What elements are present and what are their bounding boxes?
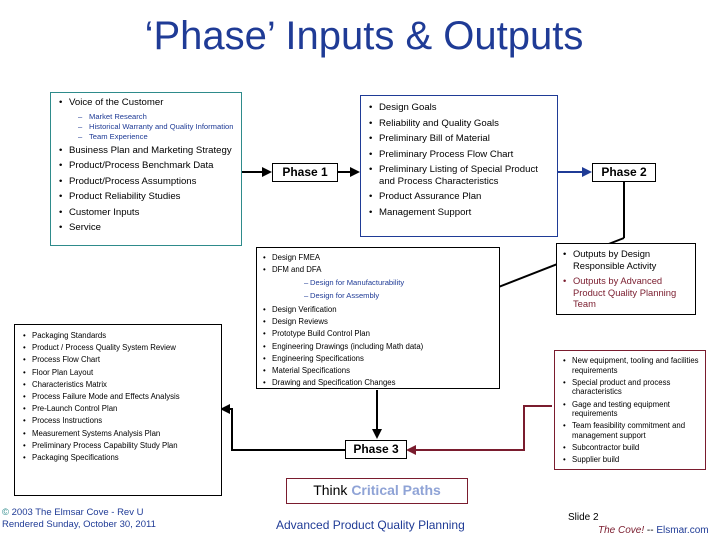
list-item: Customer Inputs (57, 207, 237, 219)
list-item: Pre-Launch Control Plan (21, 404, 217, 414)
list-item: Subcontractor build (561, 443, 701, 453)
list-item: Supplier build (561, 455, 701, 465)
list-item: Design FMEA (261, 253, 495, 263)
separator-text: -- (646, 525, 654, 536)
design-outputs-list: Design FMEA DFM and DFA Design for Manuf… (261, 253, 495, 388)
inputs-box: Voice of the Customer Market Research Hi… (50, 92, 242, 246)
phase3-outputs-list: Packaging Standards Product / Process Qu… (21, 331, 217, 462)
list-item: Packaging Standards (21, 331, 217, 341)
sub-item: Market Research (75, 112, 237, 121)
cove-text: The Cove! (598, 525, 645, 536)
list-item: Preliminary Process Flow Chart (367, 149, 551, 161)
list-item: Process Instructions (21, 416, 217, 426)
inputs-list: Voice of the Customer Market Research Hi… (57, 97, 237, 234)
site-link[interactable]: Elsmar.com (656, 525, 709, 536)
arrow-phase3-to-left (224, 408, 345, 451)
list-item: Management Support (367, 207, 551, 219)
phase1-outputs-list: Design Goals Reliability and Quality Goa… (367, 102, 551, 218)
list-item: Gage and testing equipment requirements (561, 400, 701, 419)
footer-copyright: © 2003 The Elmsar Cove - Rev U (2, 507, 143, 518)
list-item: Packaging Specifications (21, 453, 217, 463)
list-item: DFM and DFA Design for Manufacturability… (261, 265, 495, 301)
list-item: Measurement Systems Analysis Plan (21, 429, 217, 439)
list-item: Outputs by Advanced Product Quality Plan… (561, 275, 691, 310)
list-item: Design Reviews (261, 317, 495, 327)
arrow-right-to-phase3 (412, 405, 552, 451)
list-item: Engineering Specifications (261, 354, 495, 364)
list-item: Product Reliability Studies (57, 191, 237, 203)
list-item: Engineering Drawings (including Math dat… (261, 342, 495, 352)
list-item: Preliminary Listing of Special Product a… (367, 164, 551, 187)
sub-item: Design for Assembly (272, 291, 495, 301)
list-item: Preliminary Process Capability Study Pla… (21, 441, 217, 451)
copyright-text: 2003 The Elmsar Cove - Rev U (11, 507, 144, 518)
copyright-symbol: © (2, 507, 9, 518)
list-item: Design Goals (367, 102, 551, 114)
list-item: Service (57, 222, 237, 234)
sub-item: Historical Warranty and Quality Informat… (75, 122, 237, 131)
list-item: Voice of the Customer Market Research Hi… (57, 97, 237, 141)
list-item: Prototype Build Control Plan (261, 329, 495, 339)
phase2-outputs-list: New equipment, tooling and facilities re… (561, 356, 701, 465)
list-item: Product Assurance Plan (367, 191, 551, 203)
list-item: Product/Process Benchmark Data (57, 160, 237, 172)
think-word: Think (313, 482, 348, 498)
list-item: Team feasibility commitment and manageme… (561, 421, 701, 440)
footer-rendered: Rendered Sunday, October 30, 2011 (2, 519, 156, 530)
list-item: Product / Process Quality System Review (21, 343, 217, 353)
list-item: Process Flow Chart (21, 355, 217, 365)
list-item: Characteristics Matrix (21, 380, 217, 390)
footer-center: Advanced Product Quality Planning (276, 518, 465, 532)
list-item: Process Failure Mode and Effects Analysi… (21, 392, 217, 402)
phase1-box: Phase 1 (272, 163, 338, 182)
phase2-box: Phase 2 (592, 163, 656, 182)
phase1-outputs-box: Design Goals Reliability and Quality Goa… (360, 95, 558, 237)
design-activity-box: Outputs by Design Responsible Activity O… (556, 243, 696, 315)
design-activity-list: Outputs by Design Responsible Activity O… (561, 248, 691, 310)
list-item: Preliminary Bill of Material (367, 133, 551, 145)
footer-cove: The Cove! -- Elsmar.com (598, 525, 709, 536)
phase3-box: Phase 3 (345, 440, 407, 459)
list-item: Business Plan and Marketing Strategy (57, 145, 237, 157)
phase3-outputs-box: Packaging Standards Product / Process Qu… (14, 324, 222, 496)
footer-slide: Slide 2 (568, 512, 599, 523)
list-item: Material Specifications (261, 366, 495, 376)
design-outputs-box: Design FMEA DFM and DFA Design for Manuf… (256, 247, 500, 389)
list-item: New equipment, tooling and facilities re… (561, 356, 701, 375)
list-item: Drawing and Specification Changes (261, 378, 495, 388)
page-title: ‘Phase’ Inputs & Outputs (144, 14, 584, 58)
list-item: Floor Plan Layout (21, 368, 217, 378)
list-item: Design Verification (261, 305, 495, 315)
list-item: Reliability and Quality Goals (367, 118, 551, 130)
input-label: Voice of the Customer (69, 97, 164, 108)
list-item: Outputs by Design Responsible Activity (561, 248, 691, 271)
list-item: Product/Process Assumptions (57, 176, 237, 188)
list-item: Special product and process characterist… (561, 378, 701, 397)
critical-paths-word: Critical Paths (351, 482, 441, 498)
sub-item: Team Experience (75, 132, 237, 141)
design-output-label: DFM and DFA (272, 265, 322, 275)
think-critical-paths-box: Think Critical Paths (286, 478, 468, 504)
sub-item: Design for Manufacturability (272, 278, 495, 288)
phase2-outputs-box: New equipment, tooling and facilities re… (554, 350, 706, 470)
